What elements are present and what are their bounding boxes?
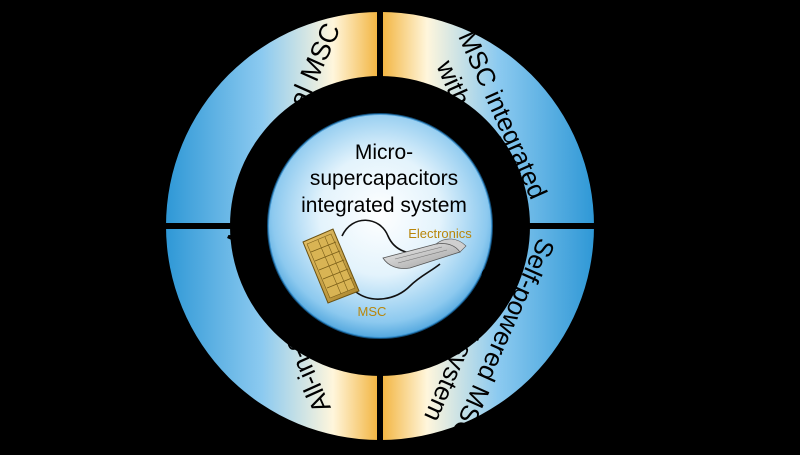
quadrant-bottom-left <box>166 226 380 440</box>
quadrant-top-left <box>166 12 380 226</box>
msc-label: MSC <box>358 304 387 319</box>
center-circle-highlight <box>267 113 493 339</box>
quadrant-bottom-right <box>380 226 594 440</box>
msc-device-illustration <box>302 228 360 304</box>
center-title-line2: supercapacitors <box>310 167 458 190</box>
wire-bottom <box>355 263 441 300</box>
electronics-label: Electronics <box>408 226 472 241</box>
electronics-illustration <box>382 238 467 269</box>
center-title-line3: integrated system <box>301 194 467 217</box>
center-title-line1: Micro- <box>355 141 413 164</box>
quadrant-top-right <box>380 12 594 226</box>
